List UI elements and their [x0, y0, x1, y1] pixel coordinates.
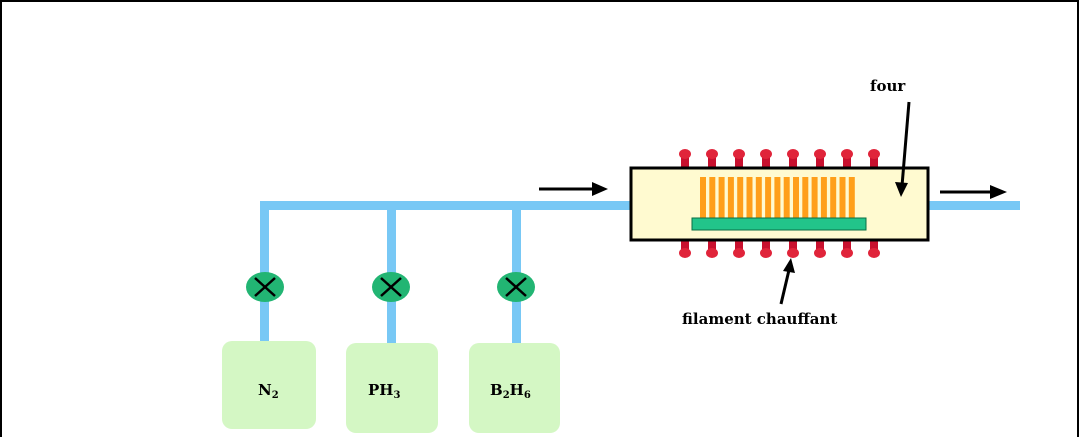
heater-dot-top-1 — [679, 149, 691, 168]
filament-wire-6 — [746, 177, 753, 220]
heater-dot-bottom-6 — [814, 239, 826, 258]
filament-wire-4 — [727, 177, 734, 220]
filament-wire-12 — [802, 177, 809, 220]
heater-dot-top-2 — [706, 149, 718, 168]
filament-wire-17 — [848, 177, 855, 220]
bottle-label-n2: N2 — [258, 381, 279, 401]
heater-dot-bottom-2 — [706, 239, 718, 258]
heater-dot-top-7 — [841, 149, 853, 168]
heater-dot-top-5 — [787, 149, 799, 168]
pointer-arrows — [779, 101, 911, 305]
bottle-ph3: PH3 — [346, 343, 438, 433]
heater-dot-top-8 — [868, 149, 880, 168]
filament-wire-1 — [700, 177, 706, 220]
main-pipe-right — [928, 201, 1020, 210]
filament-wire-8 — [765, 177, 772, 220]
furnace-pointer — [895, 101, 911, 197]
inlet-arrow — [539, 182, 608, 196]
filament-wire-7 — [755, 177, 762, 220]
valve-n2[interactable] — [246, 272, 284, 302]
filament-pointer — [779, 258, 795, 305]
bottle-label-b2h6: B2H6 — [490, 381, 531, 401]
valves — [246, 272, 535, 302]
heater-dot-bottom-5 — [787, 239, 799, 258]
main-pipe-left — [260, 201, 632, 210]
filament-wire-10 — [783, 177, 790, 220]
heater-dots — [679, 149, 880, 258]
heater-dot-bottom-3 — [733, 239, 745, 258]
furnace-label: four — [870, 77, 906, 95]
heater-dot-bottom-7 — [841, 239, 853, 258]
heater-dot-bottom-1 — [679, 239, 691, 258]
pipe-n2 — [260, 201, 269, 341]
filaments — [700, 177, 855, 220]
valve-ph3[interactable] — [372, 272, 410, 302]
filament-wire-13 — [811, 177, 818, 220]
filament-label: filament chauffant — [682, 310, 837, 328]
outlet-arrow — [940, 185, 1007, 199]
flow-arrows — [539, 182, 1007, 199]
valve-b2h6[interactable] — [497, 272, 535, 302]
gas-bottles: N2 PH3 B2H6 — [222, 341, 560, 433]
filament-wire-5 — [737, 177, 744, 220]
filament-wire-9 — [774, 177, 781, 220]
filament-wire-16 — [839, 177, 846, 220]
substrate — [691, 217, 867, 231]
bottle-b2h6: B2H6 — [469, 343, 560, 433]
heater-dot-top-4 — [760, 149, 772, 168]
filament-wire-14 — [820, 177, 827, 220]
filament-wire-15 — [830, 177, 837, 220]
bottle-n2: N2 — [222, 341, 316, 429]
heater-dot-top-3 — [733, 149, 745, 168]
filament-wire-2 — [709, 177, 716, 220]
filament-wire-3 — [718, 177, 725, 220]
filament-wire-11 — [793, 177, 799, 220]
furnace — [629, 166, 930, 242]
heater-dot-bottom-8 — [868, 239, 880, 258]
bottle-label-ph3: PH3 — [368, 381, 400, 401]
heater-dot-bottom-4 — [760, 239, 772, 258]
heater-dot-top-6 — [814, 149, 826, 168]
